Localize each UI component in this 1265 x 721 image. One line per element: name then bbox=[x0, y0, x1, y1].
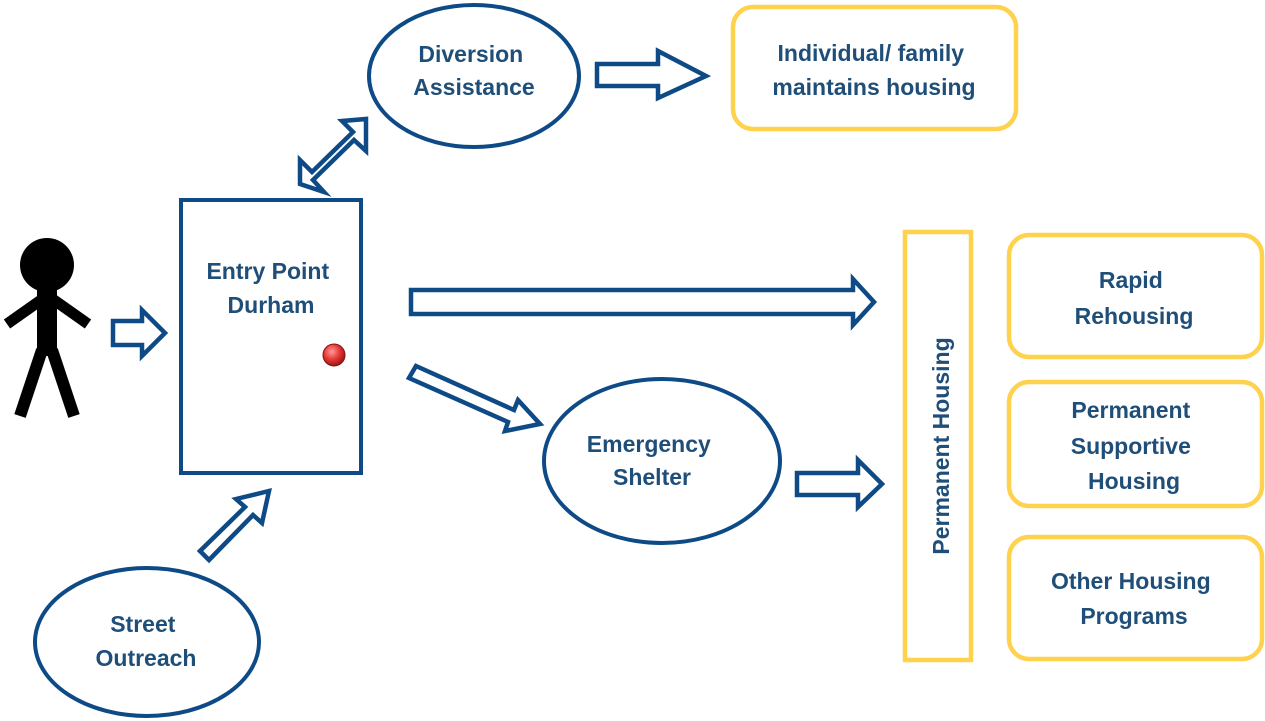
street-outreach-node: Street Outreach bbox=[33, 566, 261, 718]
rapid-rehousing-node: Rapid Rehousing bbox=[1006, 232, 1265, 360]
arrow-person-to-entry bbox=[110, 304, 169, 362]
arrow-shelter-to-permanent bbox=[794, 454, 886, 513]
entry-point-node: Entry Point Durham bbox=[179, 198, 363, 475]
arrow-outreach-to-entry bbox=[196, 487, 272, 564]
arrow-entry-to-permanent bbox=[408, 273, 878, 331]
other-housing-programs-node: Other Housing Programs bbox=[1006, 534, 1265, 662]
outreach-label: Street Outreach bbox=[96, 611, 197, 671]
maintains-label: Individual/ family maintains housing bbox=[772, 40, 975, 100]
permanent-supportive-housing-node: Permanent Supportive Housing bbox=[1006, 379, 1265, 509]
emergency-shelter-node: Emergency Shelter bbox=[542, 377, 782, 545]
arrow-diversion-to-maintains bbox=[594, 47, 712, 102]
maintains-housing-node: Individual/ family maintains housing bbox=[730, 4, 1019, 132]
diversion-assistance-node: Diversion Assistance bbox=[367, 3, 581, 149]
psh-label: Permanent Supportive Housing bbox=[1071, 397, 1198, 494]
permanent-housing-node: Permanent Housing bbox=[902, 229, 974, 663]
door-knob-icon bbox=[322, 343, 346, 367]
double-arrow-entry-diversion bbox=[297, 116, 369, 197]
permanent-housing-label: Permanent Housing bbox=[928, 337, 954, 554]
person-icon bbox=[3, 238, 92, 418]
rapid-label: Rapid Rehousing bbox=[1075, 267, 1194, 329]
entry-label: Entry Point Durham bbox=[206, 258, 335, 318]
other-label: Other Housing Programs bbox=[1051, 568, 1217, 629]
shelter-label: Emergency Shelter bbox=[587, 431, 717, 490]
arrow-entry-to-shelter bbox=[405, 363, 545, 434]
diversion-label: Diversion Assistance bbox=[413, 41, 534, 100]
